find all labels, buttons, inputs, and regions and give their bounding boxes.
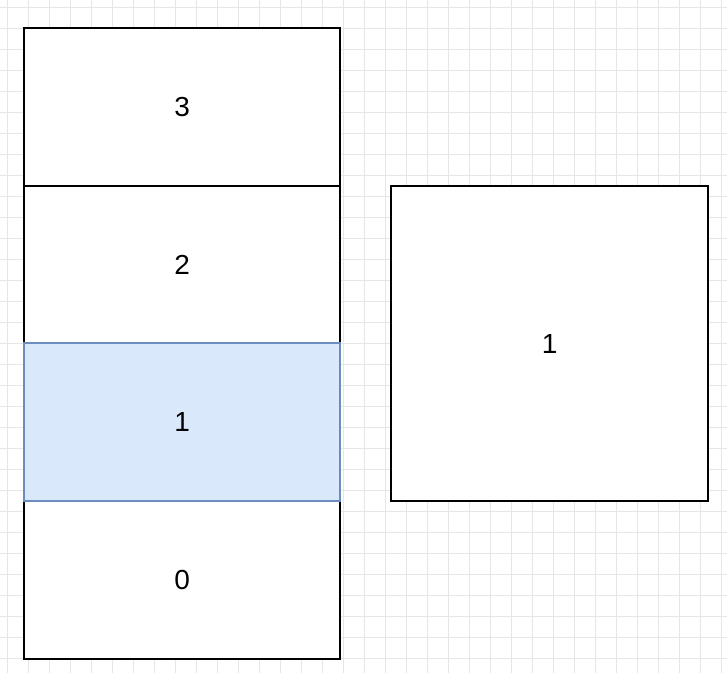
stack-cell-label: 1: [174, 406, 190, 437]
side-box: 1: [390, 185, 709, 502]
stack-cell-2: 2: [23, 185, 341, 345]
stack-cell-3: 3: [23, 27, 341, 187]
stack-cell-0: 0: [23, 499, 341, 660]
stack-cell-label: 0: [174, 563, 190, 595]
stack-cell-1-highlighted: 1: [23, 342, 341, 502]
stack-cell-label: 2: [174, 249, 190, 280]
side-box-label: 1: [541, 327, 558, 359]
stack-cell-label: 3: [174, 91, 190, 122]
